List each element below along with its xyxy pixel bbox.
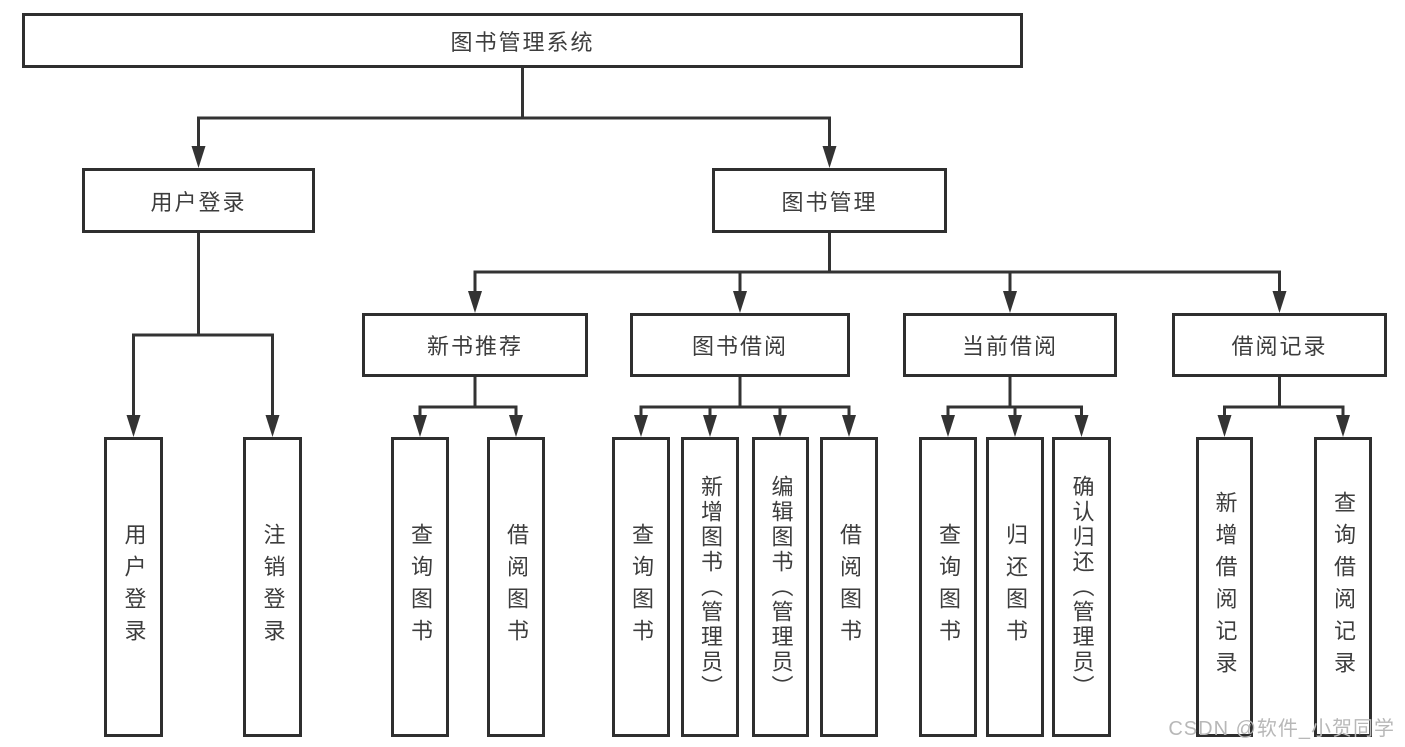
node-new-book-recommend: 新书推荐 [362, 313, 588, 377]
node-borrow-books: 借阅图书 [820, 437, 878, 737]
node-add-borrow-record: 新增借阅记录 [1196, 437, 1253, 737]
node-query-books-recommend: 查询图书 [391, 437, 449, 737]
node-query-books-current: 查询图书 [919, 437, 977, 737]
node-borrow-books-recommend: 借阅图书 [487, 437, 545, 737]
arrowhead-icons [126, 146, 1350, 437]
node-confirm-return-admin: 确认归还（管理员） [1052, 437, 1111, 737]
node-user-login-action: 用户登录 [104, 437, 163, 737]
node-current-borrowing: 当前借阅 [903, 313, 1117, 377]
node-edit-books-admin: 编辑图书（管理员） [752, 437, 809, 737]
node-book-borrowing: 图书借阅 [630, 313, 850, 377]
node-return-books: 归还图书 [986, 437, 1044, 737]
node-logout: 注销登录 [243, 437, 302, 737]
node-query-books-borrow: 查询图书 [612, 437, 670, 737]
csdn-watermark: CSDN @软件_小贺同学 [1168, 718, 1395, 740]
node-query-borrow-record: 查询借阅记录 [1314, 437, 1372, 737]
node-library-system: 图书管理系统 [22, 13, 1023, 68]
node-book-management: 图书管理 [712, 168, 947, 233]
node-user-login: 用户登录 [82, 168, 315, 233]
node-add-books-admin: 新增图书（管理员） [681, 437, 739, 737]
node-borrowing-records: 借阅记录 [1172, 313, 1387, 377]
